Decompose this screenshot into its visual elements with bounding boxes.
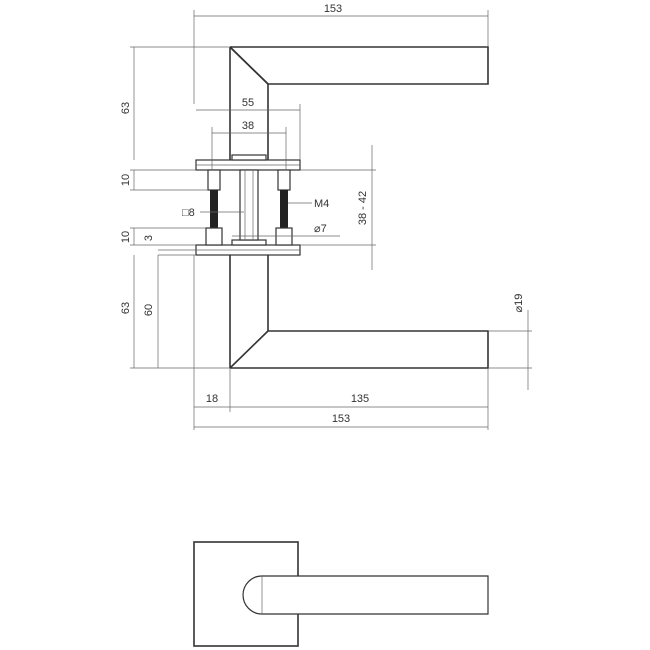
dim-rose-bottom: 10 [120,231,132,243]
lever-top-view [242,575,489,615]
lower-lever [229,255,489,369]
dim-lower-inner: 60 [143,304,155,316]
dim-pin-diameter: ⌀7 [314,223,327,235]
dimension-lines [130,10,532,430]
dim-top-total: 153 [324,3,342,15]
dim-thread: M4 [314,198,329,210]
dim-offset-3: 3 [143,235,155,241]
spindle-assembly [205,169,293,246]
dim-rose-offset: 18 [206,393,218,405]
dim-upper-height: 63 [120,102,132,114]
dim-spindle-55: 55 [242,97,254,109]
dim-door-range: 38 - 42 [357,191,369,225]
dim-lower-height: 63 [120,302,132,314]
front-view-handle [193,541,489,647]
upper-lever [229,46,489,160]
top-rose [195,154,301,171]
dim-grip-diameter: ⌀19 [513,294,525,313]
dim-lever-length: 135 [351,393,369,405]
dim-rose-top: 10 [120,174,132,186]
dimension-labels: 153 63 55 38 10 □8 M4 ⌀7 38 - 42 10 3 63… [120,3,525,425]
dim-spindle-38: 38 [242,120,254,132]
dim-square-spindle: □8 [182,207,195,219]
dim-bottom-total: 153 [332,413,350,425]
